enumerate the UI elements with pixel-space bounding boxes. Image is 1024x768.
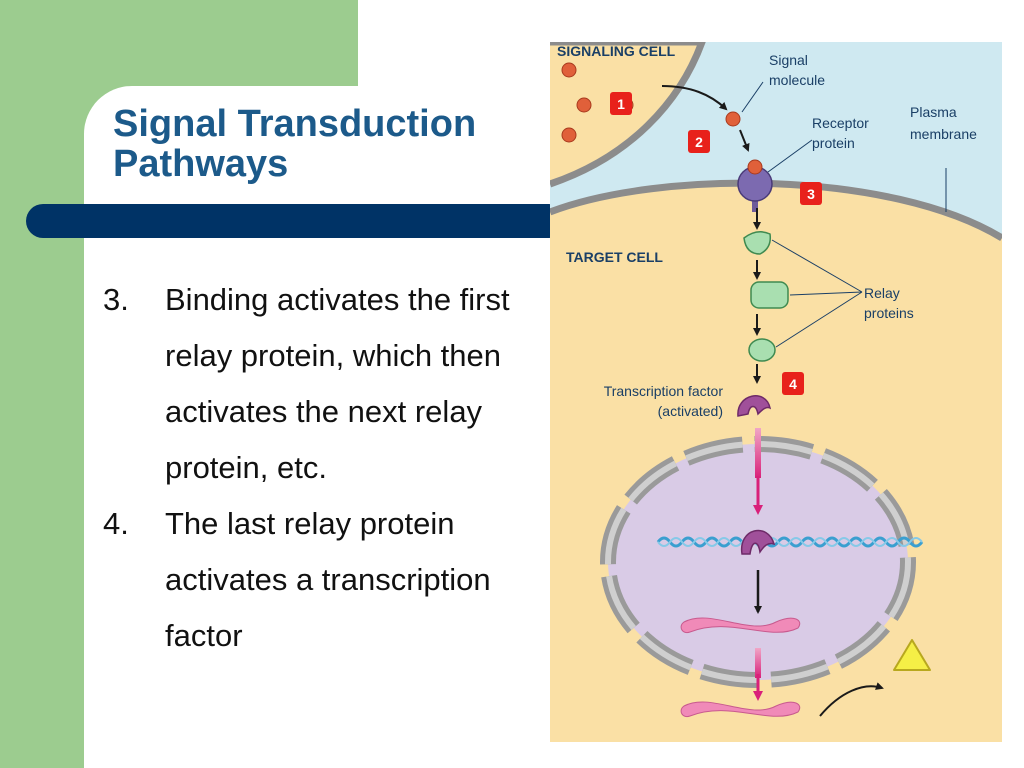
slide-title: Signal Transduction Pathways <box>113 104 476 184</box>
bound-signal-molecule <box>747 159 763 175</box>
signal-molecule <box>561 62 577 78</box>
plasma-membrane-label-line1: Plasma <box>910 104 957 120</box>
signal-molecule-label-line1: Signal <box>769 52 808 68</box>
signal-pathway-diagram: 1 2 3 4 SIGNALING CELL Signal molecule R… <box>550 42 1002 742</box>
receptor-stalk <box>752 194 758 212</box>
step-number: 1 <box>617 96 625 112</box>
receptor-label-line1: Receptor <box>812 115 869 131</box>
signal-molecule <box>725 111 741 127</box>
relay-protein <box>748 338 776 362</box>
release-arrow <box>661 85 728 111</box>
relay-proteins-label-line2: proteins <box>864 305 914 321</box>
signal-molecule <box>576 97 592 113</box>
step-number: 4 <box>789 376 797 392</box>
bullet-number: 4. <box>103 506 129 541</box>
relay-protein <box>750 281 789 309</box>
translation-arrow <box>819 682 884 717</box>
signaling-cell-label: SIGNALING CELL <box>557 43 676 59</box>
bound-transcription-factor <box>741 529 776 555</box>
title-line-2: Pathways <box>113 143 289 185</box>
nucleus-interior <box>608 444 908 680</box>
step-badge-3: 3 <box>800 182 822 205</box>
bullet-number: 3. <box>103 282 129 317</box>
receptor-protein-shape <box>737 159 773 212</box>
relay-leader-line <box>775 291 863 348</box>
relay-protein <box>743 231 772 255</box>
receptor-label-line2: protein <box>812 135 855 151</box>
step-badge-box <box>688 130 710 153</box>
step-badge-box <box>800 182 822 205</box>
target-cell-label: TARGET CELL <box>566 249 663 265</box>
transcription-factor-label-line1: Transcription factor <box>604 383 724 399</box>
bullet-text: Binding activates the first relay protei… <box>165 282 510 485</box>
binding-arrow <box>739 129 750 152</box>
plasma-membrane <box>550 179 1002 241</box>
mrna-nucleus <box>680 617 801 634</box>
relay-leader-line <box>789 291 863 296</box>
bullet-text: The last relay protein activates a trans… <box>165 506 491 653</box>
mrna-cytoplasm <box>680 701 801 718</box>
title-underline-bar <box>26 204 566 238</box>
export-arrow-shaft <box>755 648 761 678</box>
background-green-strip <box>0 0 84 768</box>
step-number: 2 <box>695 134 703 150</box>
plasma-membrane-label-line2: membrane <box>910 126 977 142</box>
relay-proteins-label-line1: Relay <box>864 285 900 301</box>
bullet-list: 3. Binding activates the first relay pro… <box>103 272 543 664</box>
step-badge-1: 1 <box>610 92 632 115</box>
signal-molecule <box>561 127 577 143</box>
signal-pathway-figure: 1 2 3 4 SIGNALING CELL Signal molecule R… <box>550 42 1002 742</box>
dna-strand <box>657 537 923 547</box>
import-arrow-shaft <box>755 428 761 478</box>
step-badge-box <box>782 372 804 395</box>
bullet-item: 3. Binding activates the first relay pro… <box>103 272 543 496</box>
signal-molecule-label-line2: molecule <box>769 72 825 88</box>
signal-molecule-leader-line <box>741 81 764 113</box>
step-badge-4: 4 <box>782 372 804 395</box>
new-protein <box>893 639 931 671</box>
receptor-leader-line <box>767 139 813 173</box>
relay-leader-line <box>771 239 863 293</box>
signaling-cell-membrane <box>550 42 706 188</box>
transcription-factor-label-line2: (activated) <box>658 403 723 419</box>
step-number: 3 <box>807 186 815 202</box>
bullet-item: 4. The last relay protein activates a tr… <box>103 496 543 664</box>
title-line-1: Signal Transduction <box>113 103 477 145</box>
step-badge-box <box>610 92 632 115</box>
transcription-factor <box>737 395 772 417</box>
step-badge-2: 2 <box>688 130 710 153</box>
